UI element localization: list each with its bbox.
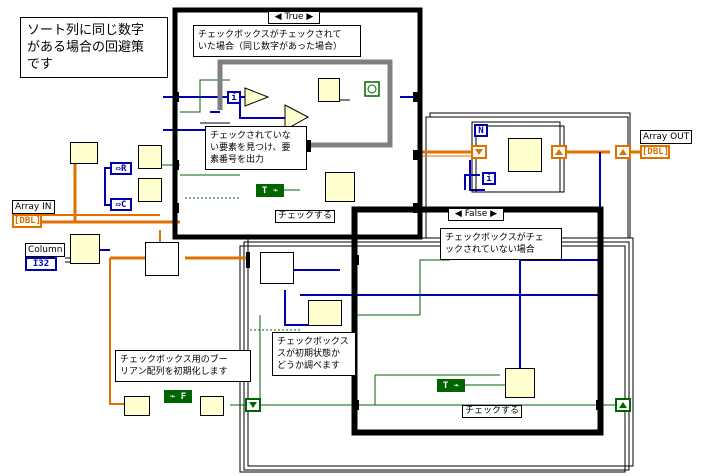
true-constant-2-label: T: [442, 381, 449, 391]
row-count-r-label: R: [121, 164, 127, 174]
column-count-c: ⇔C: [110, 198, 132, 211]
comment-true-case-top: チェックボックスがチェックされて いた場合（同じ数字があった場合）: [193, 25, 361, 57]
comment-check-state: チェックボックス スが初期状態か どうか調べます: [272, 332, 356, 376]
build-array-icon[interactable]: [325, 172, 355, 202]
comment-init-bool-array: チェックボックス用のブー リアン配列を初期化します: [115, 350, 251, 382]
array-in-label: Array IN: [12, 200, 55, 214]
true-constant-1-label: T: [261, 186, 268, 196]
replace-array-icon[interactable]: [508, 138, 542, 172]
row-count-r: ⇔R: [110, 162, 132, 175]
case-selector-true-label: True: [284, 12, 304, 22]
loop-count-n: N: [474, 124, 488, 137]
initialize-array-icon-2[interactable]: [200, 396, 224, 416]
column-count-c-label: C: [121, 200, 127, 210]
check-false-label: チェックする: [462, 405, 523, 418]
case-selector-true[interactable]: ◀ True ▶: [268, 11, 320, 24]
initialize-array-icon[interactable]: [124, 396, 150, 416]
column-index-icon[interactable]: [70, 234, 100, 264]
search-array-icon[interactable]: [260, 252, 294, 284]
array-in-terminal[interactable]: [DBL]: [12, 214, 42, 228]
column-terminal[interactable]: I32: [25, 257, 57, 271]
index-array-icon-2[interactable]: [138, 178, 162, 202]
transpose-icon[interactable]: [145, 242, 179, 276]
case-selector-false-label: False: [464, 209, 488, 219]
false-constant[interactable]: ⌁ F: [164, 390, 192, 403]
true-constant-1[interactable]: T ⌁: [256, 184, 284, 197]
check-true-label: チェックする: [275, 210, 336, 223]
array-out-label: Array OUT: [640, 130, 693, 144]
loop-iteration-i-true: i: [227, 91, 241, 104]
loop-iteration-i: i: [482, 172, 496, 185]
comment-title: ソート列に同じ数字 がある場合の回避策 です: [20, 17, 168, 78]
replace-subset-icon[interactable]: [318, 78, 340, 102]
case-selector-false[interactable]: ◀ False ▶: [448, 208, 504, 221]
case-structure-true: [172, 7, 423, 240]
index-check-icon[interactable]: [308, 300, 342, 326]
array-size-icon[interactable]: [70, 142, 98, 164]
build-array-icon-2[interactable]: [505, 368, 535, 398]
array-out-terminal[interactable]: [DBL]: [640, 145, 670, 159]
column-label: Column: [25, 243, 66, 257]
index-array-icon[interactable]: [138, 145, 162, 169]
comment-false-case: チェックボックスがチェ ックされていない場合: [440, 228, 562, 260]
comment-true-case-mid: チェックされていな い要素を見つけ、要 素番号を出力: [205, 126, 307, 170]
shift-register-wire: [217, 59, 393, 148]
true-constant-2[interactable]: T ⌁: [437, 379, 465, 392]
false-constant-label: F: [180, 392, 187, 402]
